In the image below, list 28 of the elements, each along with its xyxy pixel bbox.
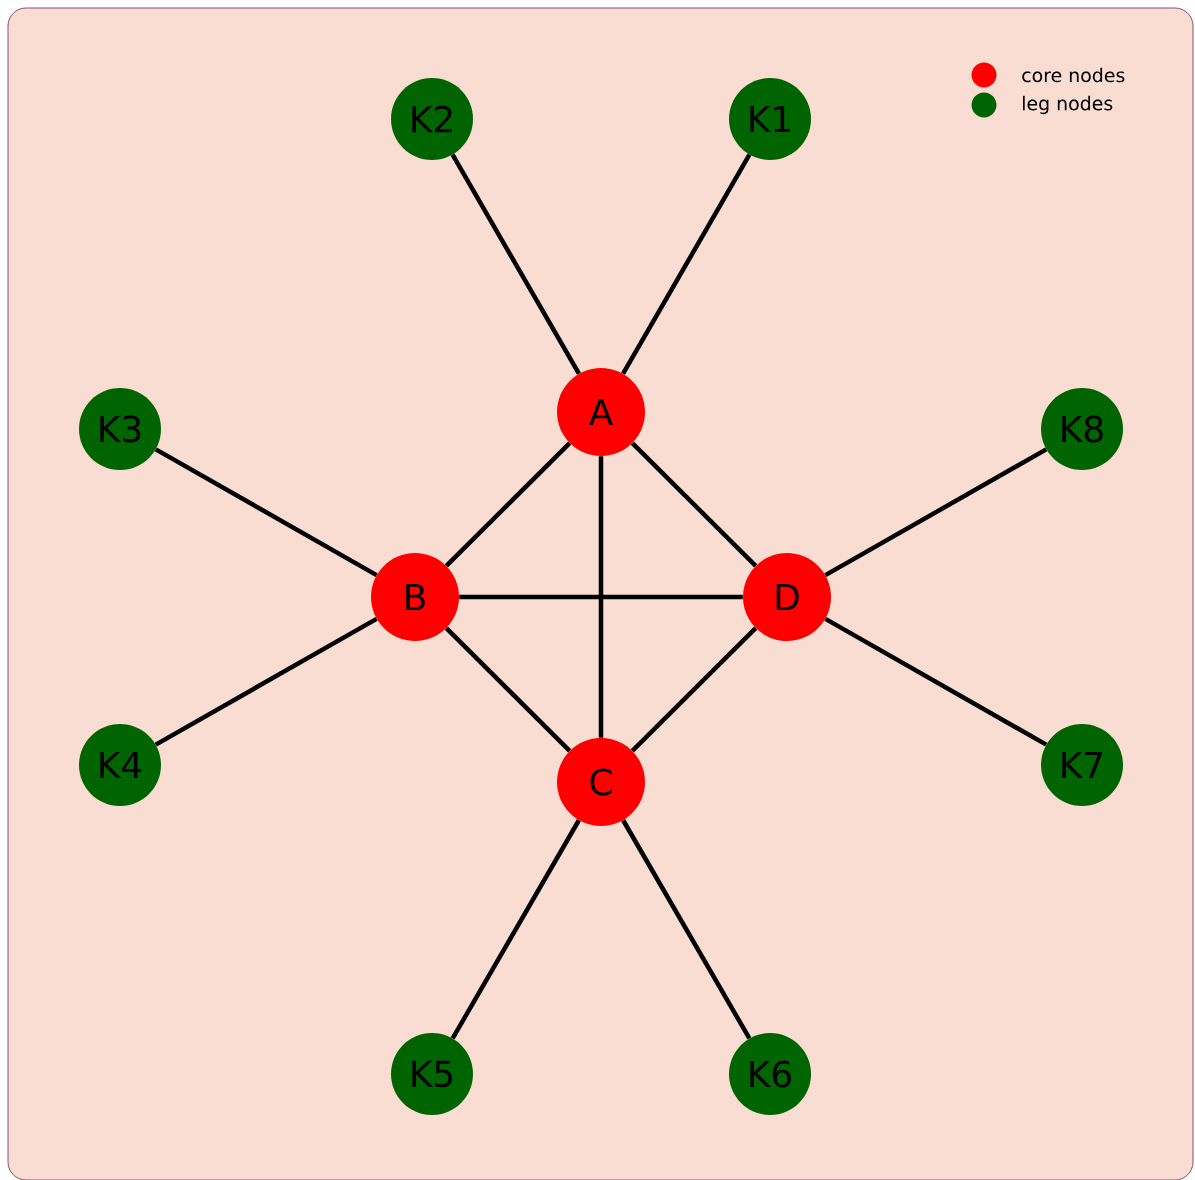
edge-line (154, 616, 378, 747)
graph-node: D (743, 553, 831, 641)
edge-line (621, 819, 752, 1040)
graph-node: K2 (391, 78, 473, 160)
graph-node: K8 (1041, 388, 1123, 470)
graph-node: K4 (79, 724, 161, 806)
graph-node: C (557, 738, 645, 826)
edge-line (450, 819, 581, 1040)
graph-node: B (371, 553, 459, 641)
graph-node: K6 (729, 1033, 811, 1115)
graph-node: K1 (729, 78, 811, 160)
edge-line (630, 626, 758, 753)
graph-node: K7 (1041, 724, 1123, 806)
graph-node: K5 (391, 1033, 473, 1115)
edge-line (154, 447, 378, 578)
edge-line (450, 153, 581, 375)
edge-line (444, 441, 572, 568)
edge-line (824, 616, 1048, 747)
edge-line (444, 626, 572, 753)
legend-label: core nodes (1022, 67, 1125, 83)
legend-label: leg nodes (1023, 95, 1113, 115)
graph-node: K3 (79, 388, 161, 470)
edge-line (824, 447, 1048, 578)
edge-line (621, 153, 752, 375)
edge-line (598, 456, 604, 738)
edge-line (459, 594, 743, 600)
edge-line (630, 441, 758, 568)
graph-node: A (557, 368, 645, 456)
